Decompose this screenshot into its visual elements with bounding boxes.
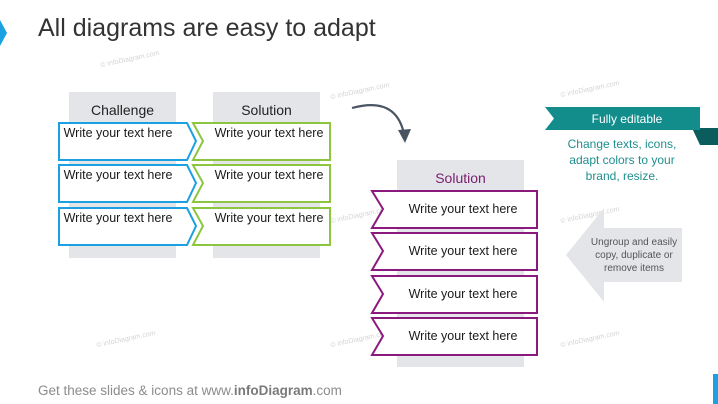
right-chevron-1 [370, 190, 538, 229]
challenge-chevron-2 [58, 164, 198, 203]
right-solution-cell-1: Write your text here [408, 202, 518, 216]
right-chevron-4 [370, 317, 538, 356]
solution-cell-3: Write your text here [214, 211, 324, 225]
ribbon-label: Fully editable [591, 112, 663, 126]
slide-title: All diagrams are easy to adapt [38, 14, 376, 42]
solution-cell-1: Write your text here [214, 126, 324, 140]
solution-chevron-3 [191, 207, 331, 246]
right-solution-cell-3: Write your text here [408, 287, 518, 301]
challenge-cell-3: Write your text here [63, 211, 173, 225]
ribbon-description: Change texts, icons, adapt colors to you… [567, 137, 677, 183]
solution-chevron-1 [191, 122, 331, 161]
solution-cell-2: Write your text here [214, 168, 324, 182]
left-edge-accent [0, 20, 7, 46]
gray-left-arrow-icon [566, 208, 682, 302]
solution-header: Solution [241, 102, 292, 118]
solution-chevron-2 [191, 164, 331, 203]
right-solution-cell-4: Write your text here [408, 329, 518, 343]
right-solution-cell-2: Write your text here [408, 244, 518, 258]
challenge-chevron-1 [58, 122, 198, 161]
right-solution-header: Solution [435, 170, 486, 186]
footer: Get these slides & icons at www.infoDiag… [38, 383, 342, 398]
ribbon-banner [545, 107, 718, 145]
challenge-chevron-3 [58, 207, 198, 246]
footer-brand: infoDiagram [233, 383, 313, 398]
challenge-header: Challenge [90, 102, 155, 118]
challenge-cell-2: Write your text here [63, 168, 173, 182]
footer-prefix: Get these slides & icons at www. [38, 383, 234, 398]
footer-suffix: .com [312, 383, 342, 398]
challenge-cell-1: Write your text here [63, 126, 173, 140]
curved-arrow-icon [351, 104, 411, 143]
right-chevron-2 [370, 232, 538, 271]
gray-arrow-text: Ungroup and easily copy, duplicate or re… [590, 237, 678, 274]
right-edge-accent [713, 374, 718, 404]
right-chevron-3 [370, 275, 538, 314]
